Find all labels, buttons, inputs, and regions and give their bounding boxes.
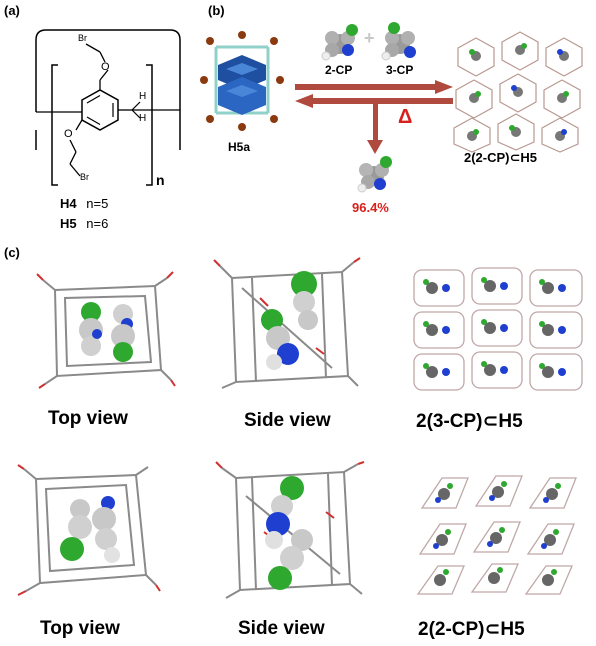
h5a-label: H5a xyxy=(228,140,251,154)
top-view-label-1: Top view xyxy=(48,408,128,429)
compound-h5: H5 n=6 xyxy=(60,216,108,231)
side-view-3cp-model xyxy=(213,257,361,389)
o-top-label: O xyxy=(101,61,110,73)
side-view-label-1: Side view xyxy=(244,410,331,431)
panel-label-c: (c) xyxy=(4,245,20,260)
compound-h5-n: n=6 xyxy=(86,216,109,231)
pillararene-structure xyxy=(35,29,181,186)
h5a-crystal-model xyxy=(200,31,284,131)
compound-h4: H4 n=5 xyxy=(60,196,108,211)
heat-delta: Δ xyxy=(398,106,413,128)
packing-3cp-model xyxy=(413,267,583,391)
repeat-n-label: n xyxy=(156,172,165,188)
panel-label-a: (a) xyxy=(4,3,20,18)
equilibrium-arrows xyxy=(295,80,453,154)
guest-3cp-label: 3-CP xyxy=(386,63,414,77)
compound-h5-name: H5 xyxy=(60,216,77,231)
complex-label-3cp: 2(3-CP)⊂H5 xyxy=(416,411,523,432)
guest-molecules xyxy=(321,22,416,61)
h-top-label: H xyxy=(139,91,147,102)
top-view-3cp-model xyxy=(36,271,176,389)
molecule-2cp xyxy=(321,24,358,61)
guest-2cp-label: 2-CP xyxy=(325,63,353,77)
top-view-2cp-model xyxy=(17,464,161,596)
br-top-label: Br xyxy=(78,33,87,43)
br-bottom-label: Br xyxy=(80,172,89,182)
product-complex-label: 2(2-CP)⊂H5 xyxy=(464,150,538,165)
yield-percentage: 96.4% xyxy=(352,200,389,215)
side-view-label-2: Side view xyxy=(238,618,325,639)
top-view-label-2: Top view xyxy=(40,618,120,639)
plus-sign: + xyxy=(364,28,375,48)
packing-2cp-model xyxy=(416,475,577,595)
side-view-2cp-model xyxy=(215,461,365,599)
molecule-3cp xyxy=(381,22,416,61)
crystal-packing-top xyxy=(453,31,583,153)
released-2cp-molecule xyxy=(357,156,392,193)
complex-label-2cp: 2(2-CP)⊂H5 xyxy=(418,619,525,640)
panel-label-b: (b) xyxy=(208,3,225,18)
o-bottom-label: O xyxy=(64,128,73,140)
compound-h4-n: n=5 xyxy=(86,196,109,211)
h-bottom-label: H xyxy=(139,113,147,124)
compound-h4-name: H4 xyxy=(60,196,77,211)
